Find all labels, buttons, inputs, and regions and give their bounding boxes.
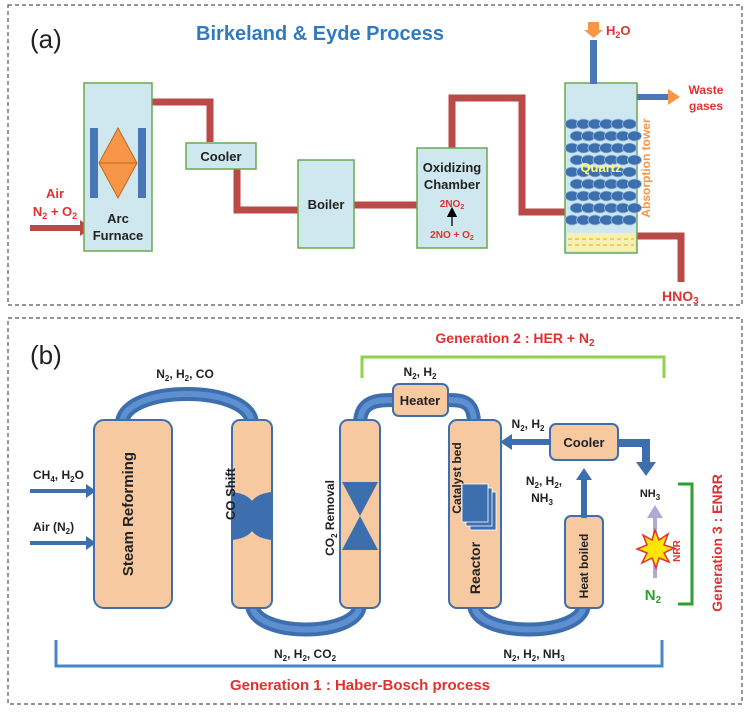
reactor-label: Reactor — [467, 541, 483, 594]
flow-label-top1: N2, H2, CO — [156, 367, 214, 383]
panel-a-title: Birkeland & Eyde Process — [196, 23, 444, 45]
flow-label-cooler: N2, H2 — [512, 417, 545, 433]
heater — [392, 383, 449, 417]
quartz-packing — [622, 166, 637, 178]
oxidizing-product: 2NO2 — [440, 199, 465, 211]
air-input-label: Air (N2) — [33, 520, 74, 536]
oxidizing-reactant: 2NO + O2 — [430, 230, 474, 242]
co-shift — [231, 419, 273, 609]
furnace-label-2: Furnace — [93, 228, 144, 243]
catalyst-label: Catalyst bed — [450, 442, 464, 513]
input-arrows-b — [30, 484, 96, 550]
quartz-label: Quartz — [580, 160, 622, 175]
panel-a-label: (a) — [30, 24, 62, 54]
nrr-arrow-head — [647, 505, 663, 518]
waste-arrow — [668, 89, 680, 105]
air-label: Air — [46, 186, 64, 201]
water-pipe — [590, 40, 597, 84]
gen3-label: Generation 3 : ENRR — [709, 474, 725, 612]
quartz-packing — [622, 214, 637, 226]
gen3-bracket — [678, 482, 694, 606]
tubes-b-inner — [119, 391, 587, 633]
cooler-arrows — [500, 434, 656, 518]
quartz-packing — [627, 154, 642, 166]
oxidizing-label-2: Chamber — [424, 177, 480, 192]
gen1-label: Generation 1 : Haber-Bosch process — [230, 677, 490, 694]
quartz-packing — [622, 118, 637, 130]
waste-pipe — [637, 94, 669, 100]
flow-label-bot2: N2, H2, NH3 — [503, 647, 565, 663]
flow-label-bot1: N2, H2, CO2 — [274, 647, 337, 663]
absorption-label: Absorption tower — [639, 118, 653, 218]
water-label: H2O — [606, 23, 631, 40]
nrr-spark — [634, 527, 677, 571]
oxidizing-label-1: Oxidizing — [423, 160, 482, 175]
flow-label-up-2: NH3 — [531, 491, 553, 507]
quartz-packing — [622, 142, 637, 154]
quartz-packing — [627, 202, 642, 214]
steam-reforming-label: Steam Reforming — [120, 452, 137, 576]
heat-boiled-label: Heat boiled — [577, 534, 591, 599]
nh3-label: NH3 — [640, 488, 661, 502]
boiler — [297, 159, 355, 249]
furnace-label-1: Arc — [107, 211, 129, 226]
flow-label-up-1: N2, H2, — [526, 474, 562, 490]
pipes-a — [150, 94, 685, 282]
quartz-packing — [622, 190, 637, 202]
hno3-label: HNO3 — [662, 288, 699, 307]
steam-reforming — [93, 419, 173, 609]
nrr-label: NRR — [672, 539, 683, 561]
n2-label: N2 — [645, 587, 662, 606]
quartz-packing — [627, 130, 642, 142]
waste-label-2: gases — [689, 99, 723, 113]
gen2-label: Generation 2 : HER + N2 — [435, 330, 595, 349]
quartz-packing — [627, 178, 642, 190]
heater-label: Heater — [400, 393, 440, 408]
cooler-b-label: Cooler — [563, 435, 604, 450]
co-shift-label: CO Shift — [223, 467, 238, 520]
flow-label-top2: N2, H2 — [404, 365, 437, 381]
air-formula: N2 + O2 — [33, 204, 77, 221]
absorption-tower — [564, 82, 642, 254]
water-arrow — [584, 22, 603, 38]
oxidizing-chamber — [416, 147, 488, 249]
co2-removal-label: CO2 Removal — [323, 480, 339, 556]
gen1-bracket — [54, 640, 664, 668]
cooler-a-label: Cooler — [200, 149, 241, 164]
co2-removal — [339, 419, 381, 609]
cooler-a — [185, 142, 257, 170]
arc-furnace — [83, 82, 153, 252]
ch4-input-label: CH4, H2O — [33, 468, 84, 484]
waste-label-1: Waste — [689, 83, 724, 97]
boiler-label: Boiler — [308, 197, 345, 212]
gen2-bracket — [360, 355, 666, 378]
reactor — [448, 419, 502, 609]
panel-b-label: (b) — [30, 340, 62, 370]
